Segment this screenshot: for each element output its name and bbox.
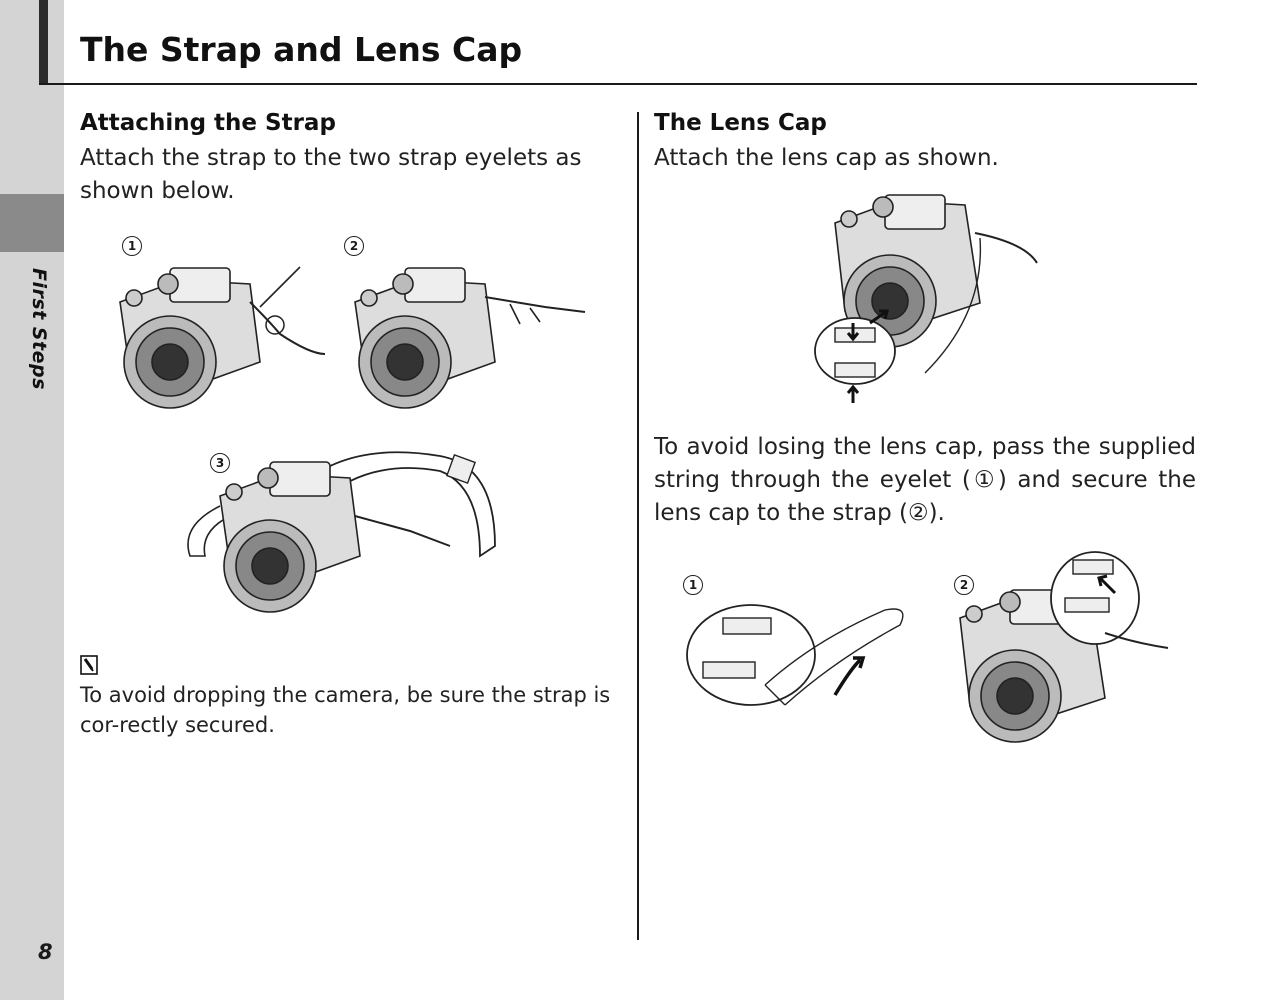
lens-cap-string-illustration [686, 604, 904, 706]
strap-step-3-illustration [187, 451, 496, 613]
lens-cap-on-strap-illustration [959, 551, 1169, 743]
page-number: 8 [38, 940, 53, 964]
lens-cap-illustration [814, 194, 1038, 403]
title-rule [39, 83, 1197, 85]
section-tab-marker [0, 194, 64, 252]
lens-cap-step-number-1: 1 [683, 575, 703, 595]
column-divider [637, 112, 639, 940]
step-number-1: 1 [122, 236, 142, 256]
lens-cap-step-number-2: 2 [954, 575, 974, 595]
page-title: The Strap and Lens Cap [80, 30, 523, 69]
strap-step-2-illustration [354, 267, 586, 409]
lens-cap-body-text: To avoid losing the lens cap, pass the s… [654, 434, 1196, 526]
lens-cap-intro-text: Attach the lens cap as shown. [654, 145, 999, 171]
side-strip [0, 0, 64, 1000]
step-number-2: 2 [344, 236, 364, 256]
strap-step-1-illustration [119, 266, 326, 409]
note-text: To avoid dropping the camera, be sure th… [80, 683, 611, 737]
caution-icon [80, 655, 98, 675]
strap-intro-text: Attach the strap to the two strap eyelet… [80, 145, 582, 204]
title-bar [39, 0, 48, 84]
step-number-3: 3 [210, 453, 230, 473]
section-heading-lens-cap: The Lens Cap [654, 110, 827, 136]
section-heading-strap: Attaching the Strap [80, 110, 336, 136]
section-label: First Steps [28, 268, 50, 390]
